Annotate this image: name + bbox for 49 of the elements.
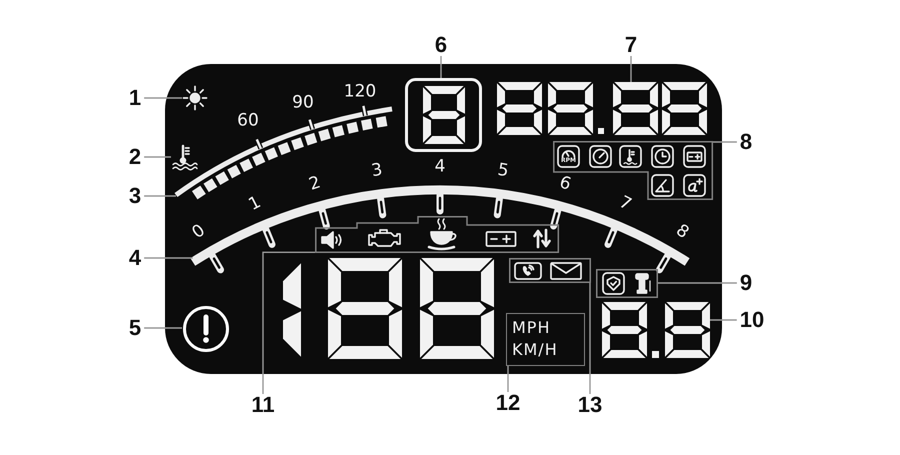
leader-line <box>589 283 591 394</box>
leader-line <box>144 257 193 259</box>
leader-line <box>630 56 632 82</box>
callout-number: 1 <box>126 87 144 109</box>
leader-line <box>713 141 737 143</box>
segment-digit-display <box>405 78 482 152</box>
callout-number: 11 <box>248 394 278 416</box>
scale-number: 3 <box>370 162 384 180</box>
callout-number: 12 <box>492 392 524 414</box>
icon-group-frame <box>509 258 591 283</box>
unit-frame <box>506 313 585 366</box>
unit-label: KM/H <box>512 339 559 361</box>
scale-number: 8 <box>672 222 691 242</box>
scale-number: 2 <box>307 174 323 194</box>
scale-number: 4 <box>434 158 446 176</box>
leader-line <box>144 327 182 329</box>
icon-group-frame <box>596 269 658 298</box>
leader-line <box>144 97 182 99</box>
leader-line <box>144 195 176 197</box>
sun-icon <box>182 85 208 111</box>
callout-number: 6 <box>432 34 450 56</box>
scale-number: 60 <box>237 112 259 130</box>
scale-number: 120 <box>344 84 376 100</box>
segment-digit-display <box>497 82 707 135</box>
segment-digit-display <box>602 302 710 358</box>
callout-number: 9 <box>736 272 756 294</box>
callout-number: 10 <box>736 309 768 331</box>
callout-number: 4 <box>126 247 144 269</box>
scale-number: 7 <box>616 194 634 214</box>
scale-number: 5 <box>496 162 510 180</box>
thermometer-icon <box>171 143 199 171</box>
scale-number: 6 <box>557 174 573 194</box>
leader-line <box>144 156 171 158</box>
callout-number: 3 <box>126 185 144 207</box>
scale-number: 90 <box>292 94 314 112</box>
scale-number: 0 <box>189 222 208 242</box>
callout-number: 8 <box>736 131 756 153</box>
callout-number: 2 <box>126 146 144 168</box>
callout-number: 5 <box>126 317 144 339</box>
callout-number: 13 <box>574 394 606 416</box>
leader-line <box>658 282 737 284</box>
unit-label: MPH <box>512 317 552 339</box>
leader-line <box>507 366 509 392</box>
callout-number: 7 <box>622 34 640 56</box>
leader-line <box>710 319 737 321</box>
leader-line <box>262 252 315 394</box>
warning-icon <box>182 305 230 353</box>
scale-number: 1 <box>246 194 264 214</box>
leader-line <box>440 56 442 78</box>
